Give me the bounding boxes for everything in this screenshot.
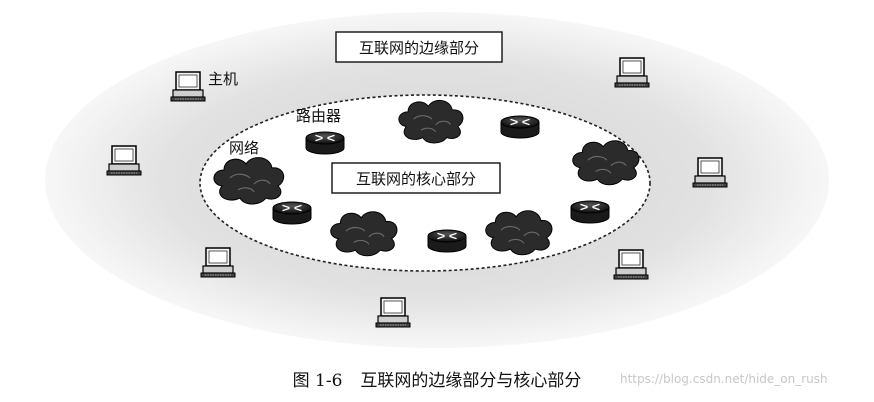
host-computer — [106, 145, 142, 176]
router — [500, 115, 540, 139]
host-label: 主机 — [208, 70, 238, 88]
host-computer — [613, 249, 649, 280]
router — [272, 201, 312, 225]
router-label: 路由器 — [296, 107, 341, 125]
figure-number: 图 1-6 — [292, 371, 343, 391]
core-label-box: 互联网的核心部分 — [331, 162, 501, 194]
router — [305, 131, 345, 155]
router — [570, 200, 610, 224]
figure-title: 互联网的边缘部分与核心部分 — [360, 371, 582, 391]
watermark: https://blog.csdn.net/hide_on_rush — [620, 372, 828, 386]
network-label: 网络 — [229, 139, 259, 157]
host-computer — [692, 157, 728, 188]
edge-label: 互联网的边缘部分 — [359, 39, 479, 57]
host-computer — [375, 297, 411, 328]
edge-label-box: 互联网的边缘部分 — [335, 31, 503, 63]
host-computer — [170, 71, 206, 102]
host-computer — [614, 57, 650, 88]
figure-caption: 图 1-6 互联网的边缘部分与核心部分 — [0, 366, 874, 391]
core-label: 互联网的核心部分 — [356, 170, 476, 188]
router — [427, 229, 467, 253]
host-computer — [200, 247, 236, 278]
